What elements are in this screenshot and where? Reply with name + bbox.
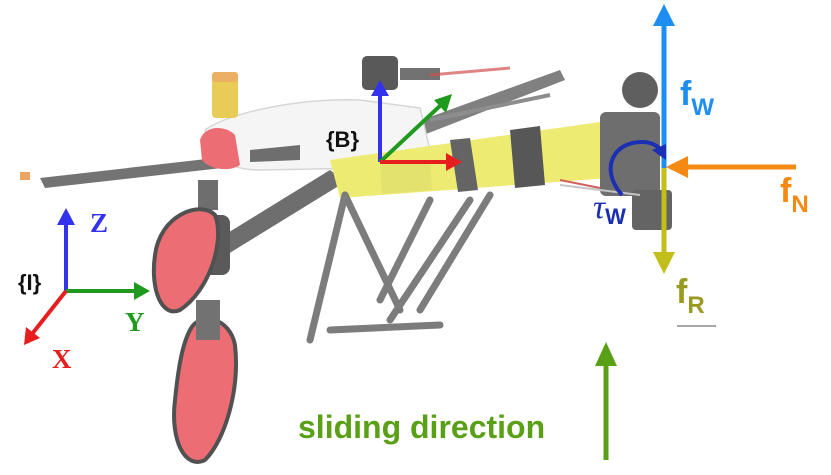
inertial-frame-axes [24, 208, 150, 345]
body-frame-label: {B} [326, 127, 359, 152]
antenna-tube [212, 72, 238, 118]
drone-illustration [20, 56, 672, 464]
propeller-red-lower [172, 317, 238, 464]
force-n-subscript: N [791, 191, 808, 218]
torque-label: τW [593, 189, 626, 229]
force-w-subscript: W [691, 94, 714, 121]
propeller-red-upper [151, 207, 221, 314]
nose-cap [200, 128, 240, 170]
axis-x-label: X [52, 344, 72, 374]
landing-gear [306, 191, 494, 344]
sliding-direction-label: sliding direction [298, 409, 545, 445]
force-r-arrow [653, 168, 675, 274]
end-effector [600, 112, 660, 196]
force-n-label: fN [780, 172, 809, 218]
force-n-arrow [666, 156, 796, 178]
force-r-subscript: R [687, 292, 704, 319]
force-w-label: fW [680, 75, 714, 121]
force-w-arrow [653, 4, 675, 168]
left-propeller-blade [40, 158, 222, 188]
force-r-label: fR [676, 273, 705, 319]
axis-z-label: Z [90, 208, 108, 238]
top-motor [362, 56, 398, 90]
axis-y-label: Y [125, 307, 145, 337]
sliding-direction-arrow [595, 342, 617, 460]
lower-left-arm [200, 170, 345, 262]
body-frame-axes [371, 80, 462, 171]
inertial-frame-label: {I} [18, 270, 42, 295]
torque-arrow [608, 139, 666, 197]
upper-right-arm [380, 70, 565, 148]
torque-subscript: W [605, 204, 626, 229]
